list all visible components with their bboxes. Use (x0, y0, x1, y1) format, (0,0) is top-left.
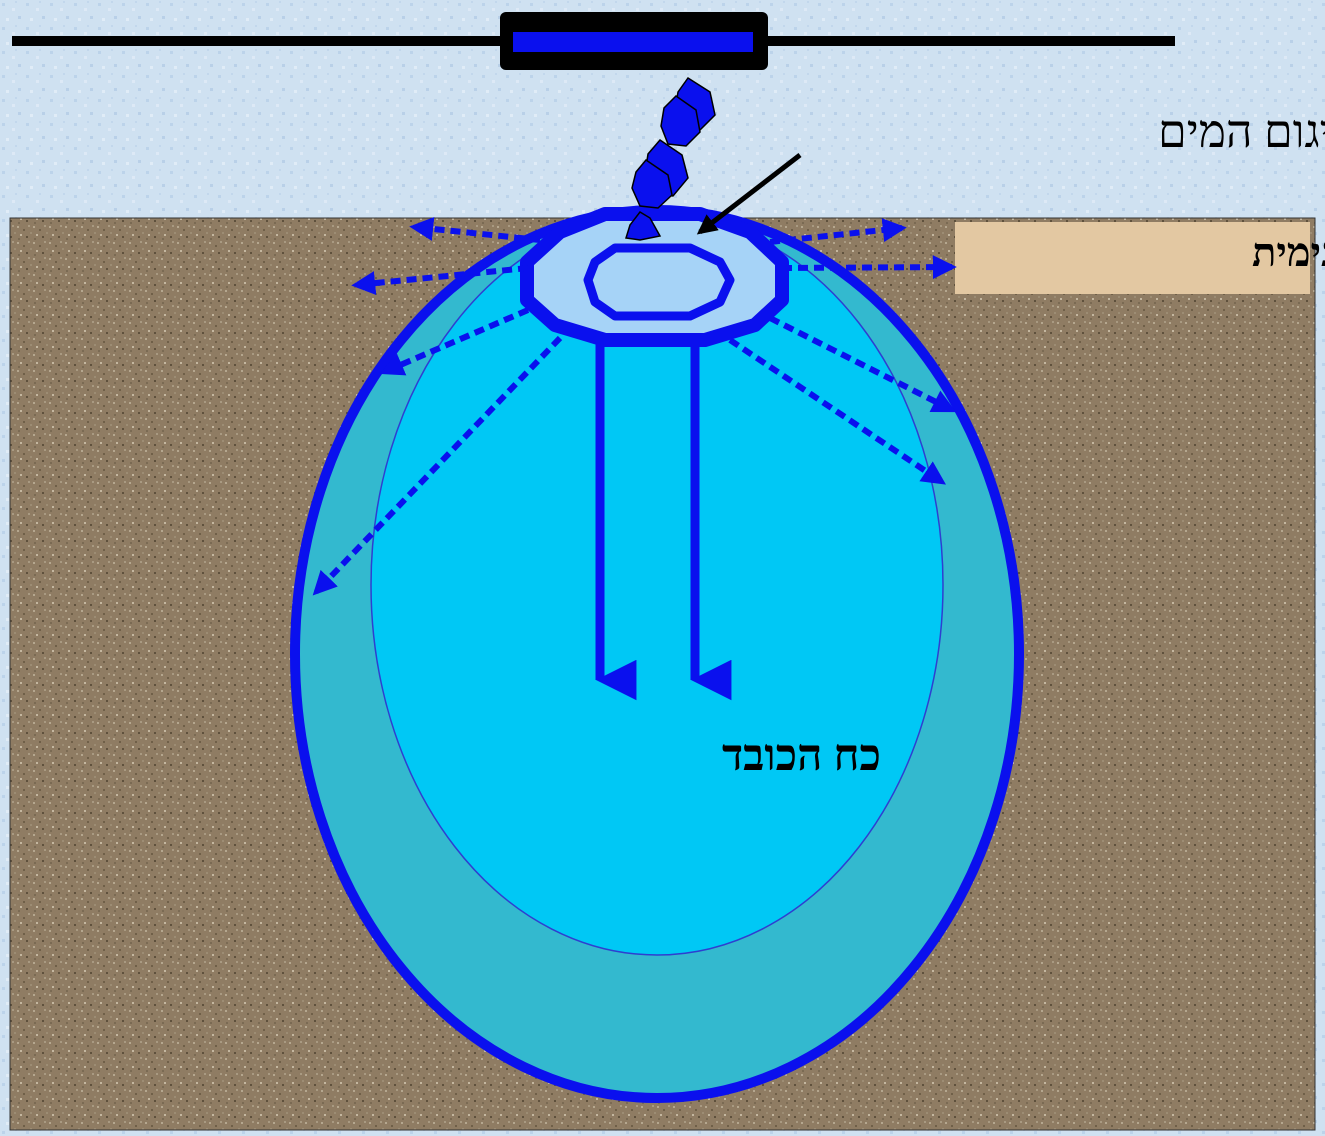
capillary-arrow-right-mid (782, 267, 952, 268)
capillary-movement-label: תנועה נימית (1252, 230, 1325, 275)
emitter-core (513, 32, 753, 52)
water-pool-inner (588, 248, 730, 316)
gravity-label: כח הכובד (722, 731, 881, 780)
pooling-zone-label: אזור איגום המים (1158, 106, 1325, 157)
